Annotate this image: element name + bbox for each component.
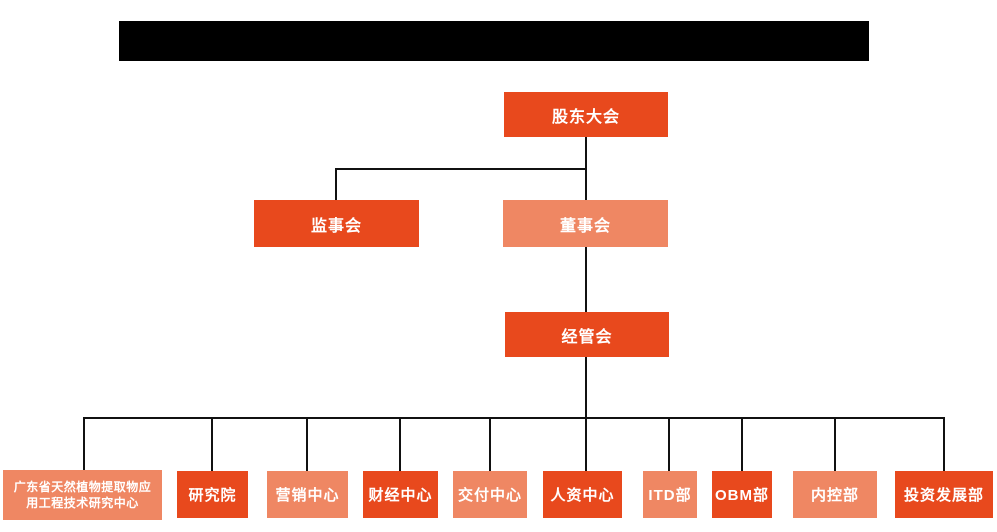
connector-level2-split [335,168,587,170]
connector-management-stem [585,357,587,417]
connector-drop-itd [668,417,670,471]
org-node-label: 交付中心 [457,487,522,504]
org-node-label: 财经中心 [368,487,433,504]
org-node-label: 营销中心 [275,487,340,504]
org-node-research-institute: 研究院 [177,471,248,518]
org-node-guangdong-research-center: 广东省天然植物提取物应用工程技术研究中心 [3,470,162,520]
connector-drop-finance [399,417,401,471]
org-node-internal-control-department: 内控部 [793,471,877,518]
org-node-label: 研究院 [188,487,237,504]
redacted-title-bar [119,21,869,61]
connector-drop-internal-control [834,417,836,471]
org-node-label: 监事会 [310,217,362,235]
org-node-finance-center: 财经中心 [363,471,438,518]
connector-supervisory-stem [335,168,337,200]
org-node-marketing-center: 营销中心 [267,471,348,518]
connector-drop-institute [211,417,213,471]
connector-directors-management [585,247,587,312]
org-node-obm-department: OBM部 [712,471,772,518]
org-node-label: ITD部 [648,487,692,504]
org-node-label: 人资中心 [550,487,615,504]
org-node-management-committee: 经管会 [505,312,669,357]
connector-drop-hr [585,417,587,471]
org-node-label: 广东省天然植物提取物应用工程技术研究中心 [13,479,152,510]
org-node-label: 内控部 [810,487,859,504]
connector-directors-stem [585,168,587,200]
org-node-shareholders-meeting: 股东大会 [504,92,668,137]
org-node-delivery-center: 交付中心 [453,471,527,518]
org-node-label: 投资发展部 [903,487,984,504]
org-node-hr-center: 人资中心 [543,471,622,518]
org-node-label: 经管会 [561,328,613,346]
org-node-supervisory-board: 监事会 [254,200,419,247]
org-node-label: 股东大会 [551,108,620,126]
connector-root-stem [585,137,587,170]
org-node-label: OBM部 [715,487,769,504]
org-node-label: 董事会 [559,217,611,235]
connector-drop-delivery [489,417,491,471]
connector-drop-marketing [306,417,308,471]
connector-drop-investment [943,417,945,471]
connector-drop-research-center [83,417,85,471]
org-node-itd-department: ITD部 [643,471,697,518]
org-node-board-of-directors: 董事会 [503,200,668,247]
connector-departments-split [83,417,945,419]
org-node-investment-development-department: 投资发展部 [895,471,993,518]
connector-drop-obm [741,417,743,471]
